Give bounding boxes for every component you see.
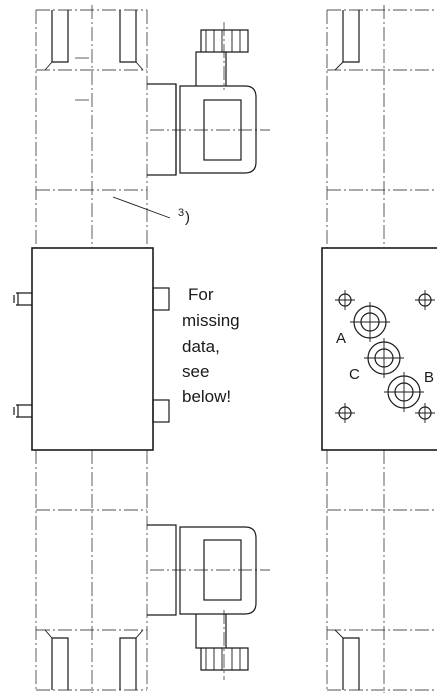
front-housing <box>321 247 437 451</box>
side-view <box>13 5 270 693</box>
top-solenoid-outline <box>35 5 148 250</box>
top-connector <box>147 22 270 176</box>
port-b-label: B <box>424 369 434 386</box>
missing-data-note: For missing data, see below! <box>182 285 240 406</box>
mounting-screw <box>415 290 435 310</box>
note-line-2: missing <box>182 311 240 330</box>
mounting-screw <box>335 403 355 423</box>
bottom-solenoid-outline <box>35 450 148 693</box>
port-a <box>350 302 390 342</box>
note-line-1: For <box>188 285 214 304</box>
port-c-label: C <box>349 366 360 383</box>
bottom-connector <box>147 524 270 680</box>
port-a-label: A <box>336 330 346 347</box>
front-view <box>321 5 437 693</box>
note-line-3: data, <box>182 337 220 356</box>
note-line-4: see <box>182 362 209 381</box>
reference-paren: ) <box>185 209 190 226</box>
port-b <box>384 372 424 412</box>
port-pattern <box>335 290 435 423</box>
left-pins <box>13 292 32 418</box>
mounting-screw <box>415 403 435 423</box>
right-pins <box>152 287 170 423</box>
reference-leader-line <box>112 196 171 219</box>
port-c <box>364 338 404 378</box>
front-top-outline <box>326 5 437 250</box>
front-bottom-outline <box>326 450 437 693</box>
note-line-5: below! <box>182 387 231 406</box>
mounting-screw <box>335 290 355 310</box>
reference-number: 3 <box>178 207 184 219</box>
valve-housing <box>31 247 154 451</box>
